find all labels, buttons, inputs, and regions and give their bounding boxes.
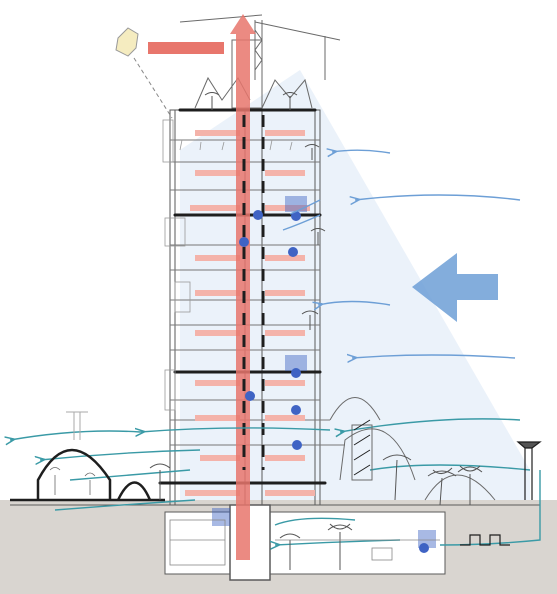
ventilation-boxes xyxy=(212,196,436,548)
sun-icon xyxy=(115,27,173,119)
shaft-dashes xyxy=(242,115,265,470)
cool-air-inflows xyxy=(282,150,521,358)
left-domes xyxy=(10,448,165,502)
right-greenhouse xyxy=(329,397,496,501)
palm-tree-icon xyxy=(149,92,483,570)
wind-arrow-icon xyxy=(412,253,498,322)
facade-details xyxy=(162,119,293,411)
cool-air-field xyxy=(180,70,530,520)
fan-coil-units xyxy=(239,210,429,553)
basement-details xyxy=(169,519,440,566)
hot-air-branches xyxy=(185,130,315,496)
tower-crane-icon xyxy=(179,14,341,80)
hot-air-exhaust-arrow xyxy=(230,14,256,560)
water-tower-icon xyxy=(460,441,542,546)
left-tower-icon xyxy=(66,411,88,440)
hot-air-exhaust-flag xyxy=(148,42,224,54)
underground-airflow xyxy=(10,418,541,545)
left-dome-plants xyxy=(49,467,96,495)
